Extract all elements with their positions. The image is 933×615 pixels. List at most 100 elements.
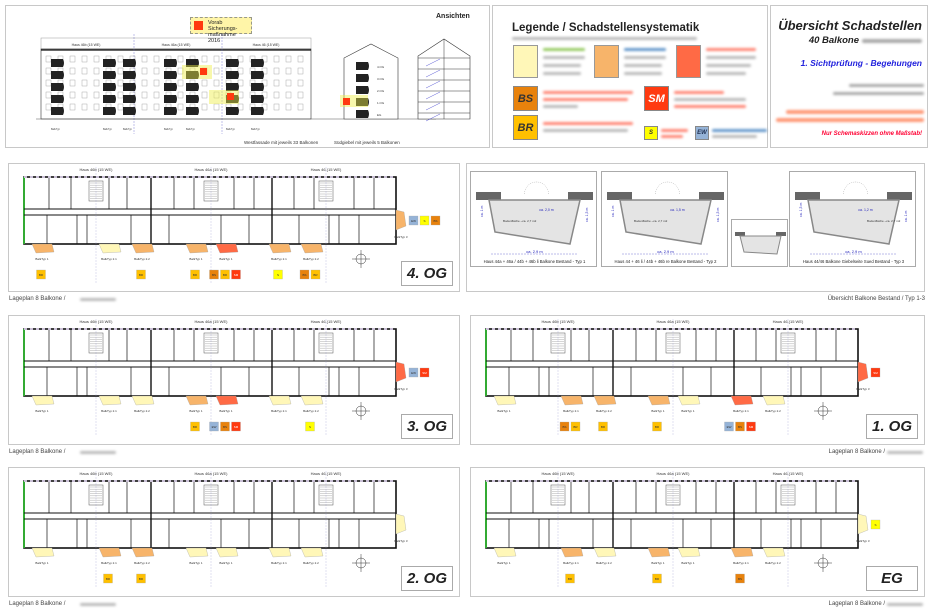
window-mark	[372, 480, 375, 482]
window-mark	[240, 328, 243, 330]
balcony-type-label: BalkTyp 3	[394, 235, 408, 239]
door-dimension: ca. 1,2 m	[858, 208, 872, 212]
balcony-elevation	[251, 95, 264, 103]
window-mark	[318, 480, 321, 482]
elevation-house-label: Haus 46 (15 WE)	[253, 43, 280, 47]
window-mark	[192, 176, 195, 178]
window-mark	[666, 480, 669, 482]
balcony-severe	[215, 395, 239, 406]
window-mark	[486, 328, 489, 330]
damage-highlight	[182, 65, 212, 79]
window-mark	[348, 480, 351, 482]
window-mark	[276, 176, 279, 178]
balcony-type-label: BalkTyp 1	[497, 409, 511, 413]
balcony-type-label: BalkTyp 2.1	[271, 409, 287, 413]
window-mark	[186, 480, 189, 482]
window-mark	[216, 176, 219, 178]
window	[297, 67, 304, 75]
damage-badge-bs	[735, 573, 745, 584]
floor-label: EG	[866, 566, 918, 591]
damage-badge-code: BR	[106, 577, 111, 581]
balcony-light	[493, 547, 517, 558]
balcony-light	[300, 395, 324, 406]
elevation-house-label: Haus 46a (15 WE)	[162, 43, 191, 47]
balcony-medium	[593, 395, 617, 406]
window-mark	[66, 480, 69, 482]
damage-badge-code: BS	[223, 425, 227, 429]
damage-badge-code: BS	[212, 273, 216, 277]
balcony-type-label: BalkTyp 2.1	[271, 257, 287, 261]
sm-badge	[194, 21, 203, 30]
balcony-type-caption: Haus 44/46 Balkone Giebelseite Sued Best…	[803, 259, 905, 264]
window	[141, 79, 148, 87]
window-mark	[606, 328, 609, 330]
balcony-type-label: BalkTyp 3	[856, 387, 870, 391]
balcony-elevation	[226, 83, 239, 91]
window-mark	[330, 480, 333, 482]
window-mark	[288, 328, 291, 330]
window	[285, 103, 292, 111]
damage-badge-code: BS	[302, 273, 306, 277]
balcony-thumbnail-drawing	[735, 232, 786, 255]
stair	[425, 69, 441, 78]
balcony-light	[677, 395, 701, 406]
balcony-light	[215, 547, 239, 558]
window-mark	[714, 480, 717, 482]
balcony-type-label: BalkTyp 2.1	[563, 409, 579, 413]
window-mark	[498, 328, 501, 330]
window-mark	[732, 328, 735, 330]
window	[153, 91, 160, 99]
window	[297, 91, 304, 99]
window-mark	[174, 328, 177, 330]
balcony-severe	[730, 395, 754, 406]
floor-area-label: Bodenfläche ~ca. 2,7 m2	[503, 219, 537, 223]
window-mark	[492, 328, 495, 330]
window-mark	[36, 480, 39, 482]
balcony-type-label: BalkTyp 2.1	[563, 561, 579, 565]
damage-badge-code: S	[423, 219, 425, 223]
window-mark	[372, 176, 375, 178]
damage-badge-code: BR	[39, 273, 44, 277]
damage-badge-br	[570, 421, 581, 432]
window-mark	[168, 176, 171, 178]
floor-area-label: Bodenfläche ~ca. 2,7 m2	[634, 219, 668, 223]
floor-label: 4. OG	[401, 261, 453, 286]
window-mark	[360, 176, 363, 178]
elevations-title: Ansichten	[436, 13, 470, 20]
window-mark	[702, 480, 705, 482]
window-mark	[174, 480, 177, 482]
floor-plan-drawing: Haus 46b (15 WE)Haus 46a (15 WE)Haus 46 …	[23, 471, 408, 588]
window-mark	[666, 328, 669, 330]
balcony-type-label: BalkTyp 1	[681, 409, 695, 413]
window	[141, 103, 148, 111]
window-mark	[696, 480, 699, 482]
balcony-light	[268, 395, 292, 406]
window-mark	[312, 480, 315, 482]
window-mark	[192, 328, 195, 330]
door-swing	[524, 181, 549, 195]
window-mark	[828, 328, 831, 330]
balcony-type-label: BalkTyp 2.2	[303, 561, 319, 565]
stair	[425, 80, 441, 89]
window-mark	[840, 480, 843, 482]
balcony-elevation	[164, 71, 177, 79]
window-mark	[774, 328, 777, 330]
window-mark	[540, 480, 543, 482]
balcony-medium	[31, 243, 55, 254]
damage-badge-sm	[231, 269, 241, 280]
balcony-type-label: BalkTyp	[51, 128, 61, 131]
floor-plan-drawing: Haus 46b (15 WE)Haus 46a (15 WE)Haus 46 …	[485, 319, 881, 436]
window-mark	[336, 176, 339, 178]
window	[297, 103, 304, 111]
window-mark	[588, 480, 591, 482]
balcony-type-label: BalkTyp 1	[189, 257, 203, 261]
balcony-light	[677, 547, 701, 558]
window-mark	[510, 480, 513, 482]
window-mark	[294, 328, 297, 330]
gable-balcony-severe	[395, 361, 407, 383]
window-mark	[618, 328, 621, 330]
damage-badge-br	[652, 421, 662, 432]
window	[93, 91, 100, 99]
balcony-elevation	[103, 59, 116, 67]
balcony-elevation	[251, 107, 264, 115]
